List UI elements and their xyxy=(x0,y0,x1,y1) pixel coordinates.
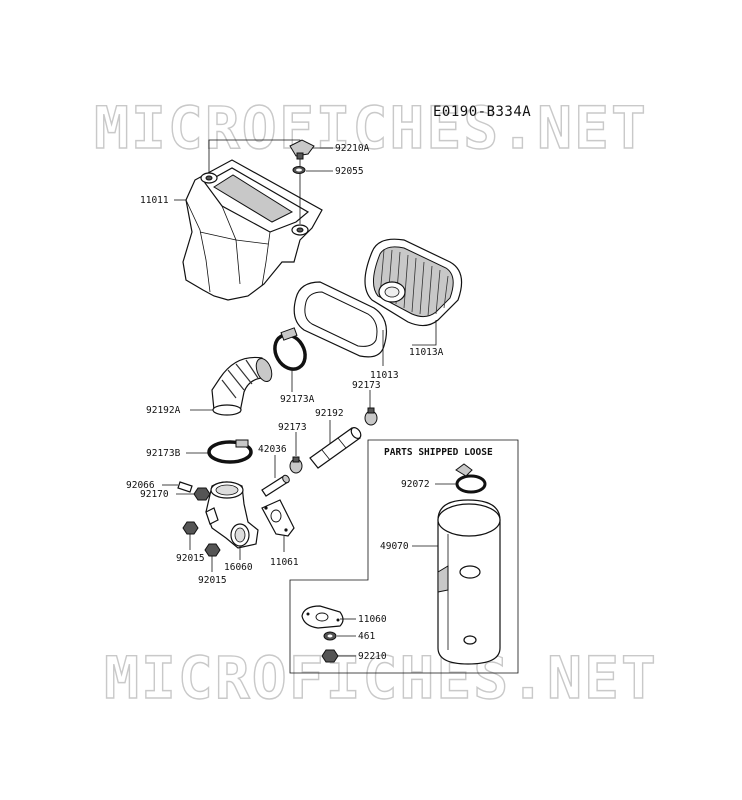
label-92055: 92055 xyxy=(335,166,364,177)
label-92066: 92066 xyxy=(126,480,155,491)
label-92173A: 92173A xyxy=(280,394,315,405)
muffler-nut xyxy=(321,649,339,663)
breather-pipe xyxy=(261,474,290,497)
small-clamp-mid xyxy=(289,456,303,474)
small-clamp-top xyxy=(364,407,378,426)
lock-washer xyxy=(323,631,337,641)
pre-cleaner xyxy=(293,281,387,358)
label-42036: 42036 xyxy=(258,444,287,455)
inlet-elbow xyxy=(205,481,259,549)
gasket xyxy=(261,499,295,537)
filter-element xyxy=(364,238,463,327)
label-92173-mid: 92173 xyxy=(278,422,307,433)
air-cleaner-cover xyxy=(182,159,323,301)
breather-hose xyxy=(309,427,362,469)
label-11060: 11060 xyxy=(358,614,387,625)
stud-bolt xyxy=(177,481,193,493)
label-92210A: 92210A xyxy=(335,143,370,154)
elbow-hose xyxy=(211,356,273,416)
wing-nut xyxy=(289,139,315,160)
label-92173B: 92173B xyxy=(146,448,181,459)
label-92170: 92170 xyxy=(140,489,169,500)
label-461: 461 xyxy=(358,631,375,642)
label-11013: 11013 xyxy=(370,370,399,381)
loose-parts-title: PARTS SHIPPED LOOSE xyxy=(384,447,493,458)
muffler-gasket xyxy=(301,605,344,629)
hex-nut-lower xyxy=(204,543,221,557)
label-16060: 16060 xyxy=(224,562,253,573)
muffler-clamp xyxy=(455,463,487,494)
label-92015-b: 92015 xyxy=(198,575,227,586)
label-92015-a: 92015 xyxy=(176,553,205,564)
muffler xyxy=(437,499,501,665)
label-92210: 92210 xyxy=(358,651,387,662)
watermark-top: MICROFICHES.NET xyxy=(94,94,648,162)
label-92192: 92192 xyxy=(315,408,344,419)
hex-nut-left xyxy=(182,521,199,535)
label-11011: 11011 xyxy=(140,195,169,206)
hose-clamp-upper xyxy=(273,327,307,371)
hex-nut-upper xyxy=(193,487,211,501)
label-92072: 92072 xyxy=(401,479,430,490)
label-92173-top: 92173 xyxy=(352,380,381,391)
loose-parts-box xyxy=(289,439,519,674)
diagram-code: E0190-B334A xyxy=(433,104,531,120)
hose-clamp-lower xyxy=(207,439,253,464)
label-49070: 49070 xyxy=(380,541,409,552)
watermark-bottom: MICROFICHES.NET xyxy=(104,644,658,712)
label-92192A: 92192A xyxy=(146,405,181,416)
label-11013A: 11013A xyxy=(409,347,444,358)
label-11061: 11061 xyxy=(270,557,299,568)
